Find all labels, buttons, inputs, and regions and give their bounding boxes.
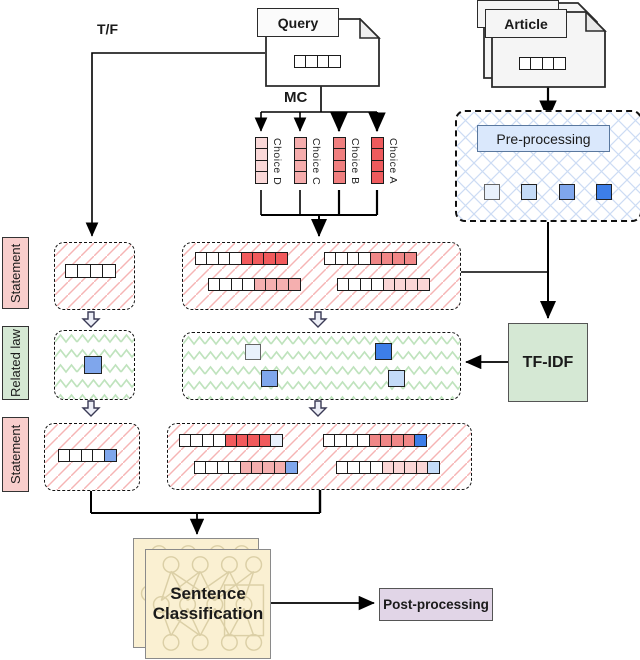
statement-law-vector-d xyxy=(336,461,441,474)
sc-label-line2: Classification xyxy=(152,603,264,623)
choice-b-label: Choice B xyxy=(349,138,361,185)
statement-law-vector-b xyxy=(323,434,428,447)
query-label: Query xyxy=(257,8,339,37)
query-title: Query xyxy=(277,14,319,31)
choice-d-label: Choice D xyxy=(271,138,283,186)
preprocessing-box: Pre-processing xyxy=(477,125,610,152)
statement-vector-d xyxy=(337,278,430,291)
choice-c-vector xyxy=(294,137,307,185)
query-vector xyxy=(294,55,342,68)
tf-branch-label: T/F xyxy=(97,21,118,37)
choice-b-vector xyxy=(333,137,346,185)
prep-token-square xyxy=(521,184,537,200)
article-label: Article xyxy=(485,9,567,38)
statement-vector-c xyxy=(208,278,301,291)
tfidf-box: TF-IDF xyxy=(508,323,588,402)
related-law-square xyxy=(388,370,405,387)
related-law-square xyxy=(375,343,392,360)
tfidf-label: TF-IDF xyxy=(522,353,574,371)
choice-a-label: Choice A xyxy=(387,138,399,185)
hollow-down-arrow xyxy=(81,311,328,417)
statement-law-query-vector xyxy=(58,449,117,462)
mc-branch-label: MC xyxy=(284,89,308,106)
choice-c-label: Choice C xyxy=(310,138,322,186)
choice-a-vector xyxy=(371,137,384,185)
statement-law-query-box xyxy=(44,423,140,491)
related-law-square xyxy=(245,344,261,360)
statement-law-vector-c xyxy=(194,461,299,474)
sc-label-line1: Sentence xyxy=(170,584,246,603)
related-law-query-box xyxy=(54,330,135,400)
sentence-classification-card xyxy=(145,549,271,659)
article-title: Article xyxy=(504,15,548,32)
related-law-choices-box xyxy=(182,332,461,400)
related-law-article-square xyxy=(84,356,102,374)
statement-law-vector-a xyxy=(179,434,284,447)
prep-token-square xyxy=(596,184,612,200)
statement-choices-box xyxy=(182,242,461,310)
related-law-square xyxy=(261,370,278,387)
article-vector xyxy=(519,57,567,70)
statement-vector-b xyxy=(324,252,417,265)
choice-d-vector xyxy=(255,137,268,185)
statement-vector-a xyxy=(195,252,288,265)
sentence-classification-label: Sentence Classification xyxy=(145,584,271,623)
prep-token-square xyxy=(484,184,500,200)
statement-query-vector xyxy=(65,264,117,278)
preprocessing-label: Pre-processing xyxy=(496,130,591,147)
postprocessing-box: Post-processing xyxy=(379,588,493,621)
postprocessing-label: Post-processing xyxy=(383,597,489,612)
prep-token-square xyxy=(559,184,575,200)
